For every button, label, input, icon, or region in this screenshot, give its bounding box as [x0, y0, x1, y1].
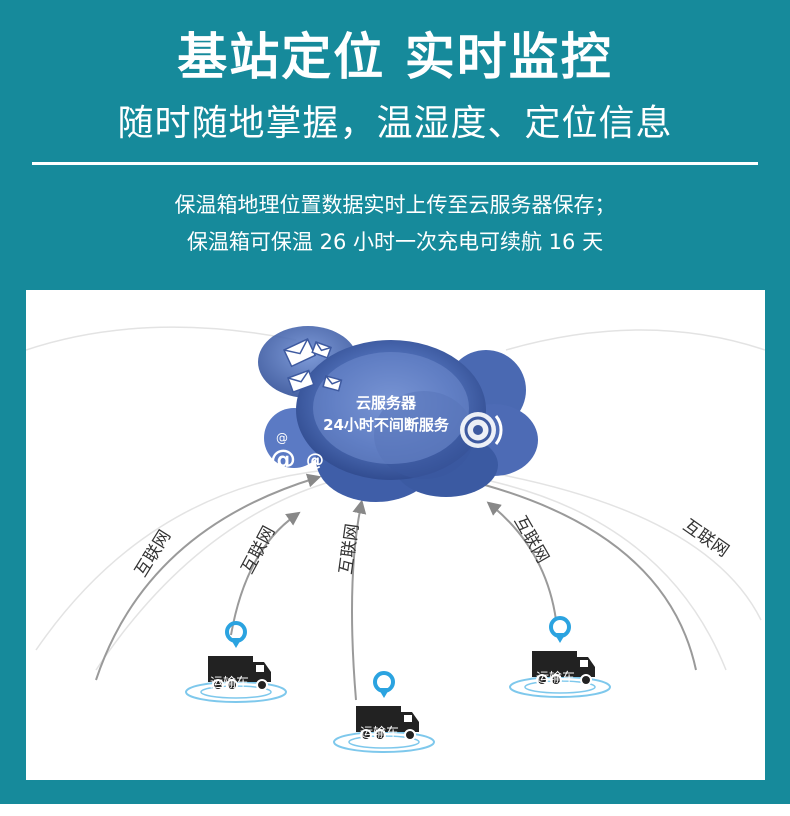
connection-line-3	[351, 499, 367, 701]
network-diagram: 互联网 互联网 互联网 互联网 互联网	[26, 326, 765, 753]
page-title: 基站定位 实时监控	[177, 28, 613, 86]
envelope-icon	[283, 338, 343, 394]
divider	[32, 162, 758, 165]
signal-icon	[460, 412, 503, 448]
link-label-3: 互联网	[336, 522, 363, 575]
at-icon-tiny: @	[276, 431, 288, 445]
network-diagram-panel: 互联网 互联网 互联网 互联网 互联网	[26, 290, 765, 780]
connection-line-1	[95, 473, 322, 681]
truck-1-label: 运输车	[210, 675, 249, 691]
location-pin-icon	[373, 671, 395, 698]
location-pin-icon	[225, 621, 247, 648]
link-label-4: 互联网	[510, 513, 553, 567]
connection-line-2	[230, 511, 301, 636]
page-subtitle: 随时随地掌握，温湿度、定位信息	[117, 103, 673, 144]
background-arcs	[26, 326, 765, 671]
truck-2-label: 运输车	[360, 725, 399, 741]
truck-2	[333, 671, 435, 753]
cloud-label-line-1: 云服务器	[356, 394, 417, 412]
at-icon: @	[270, 445, 296, 475]
link-label-1: 互联网	[131, 527, 175, 581]
location-pin-icon	[549, 616, 571, 643]
connection-line-5	[460, 475, 697, 671]
connection-line-4	[486, 501, 557, 621]
truck-1	[185, 621, 287, 703]
cloud-label-line-2: 24小时不间断服务	[323, 416, 450, 434]
connection-lines	[95, 473, 697, 701]
bottom-band	[0, 804, 790, 816]
cloud-server-icon	[258, 326, 538, 502]
truck-3-label: 运输车	[536, 670, 575, 686]
description-line-2: 保温箱可保温 26 小时一次充电可续航 16 天	[186, 230, 604, 254]
truck-3	[509, 616, 611, 698]
at-icon-small: @	[306, 450, 324, 471]
description-line-1: 保温箱地理位置数据实时上传至云服务器保存；	[174, 193, 616, 217]
link-label-2: 互联网	[238, 523, 280, 577]
